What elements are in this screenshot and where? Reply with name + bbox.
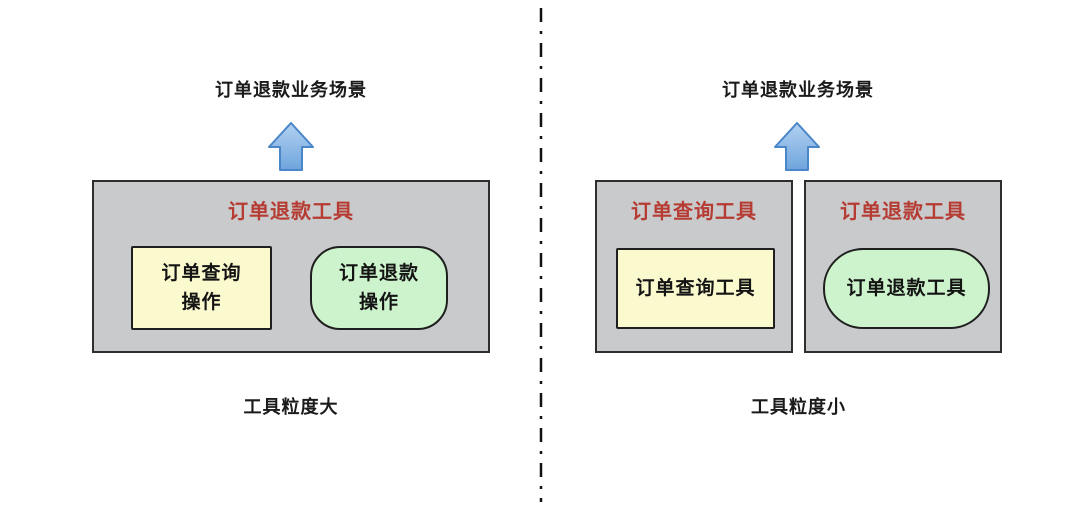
tool-refund: 订单退款工具 xyxy=(823,248,990,329)
tool-box-title: 订单查询工具 xyxy=(631,201,757,223)
operation-refund-label: 订单退款 操作 xyxy=(338,263,419,313)
tool-box-title: 订单退款工具 xyxy=(840,201,966,223)
scenario-title-right: 订单退款业务场景 xyxy=(722,80,874,100)
up-arrow-icon xyxy=(268,122,314,171)
caption-granularity-large: 工具粒度大 xyxy=(243,397,339,417)
tool-query-label: 订单查询工具 xyxy=(635,278,756,299)
tool-box-query-fine: 订单查询工具 订单查询工具 xyxy=(595,180,793,353)
up-arrow-icon xyxy=(774,122,820,171)
operation-query: 订单查询 操作 xyxy=(131,246,272,330)
tool-box-refund-fine: 订单退款工具 订单退款工具 xyxy=(804,180,1002,353)
tool-box-refund-coarse: 订单退款工具 订单查询 操作 订单退款 操作 xyxy=(92,180,490,353)
caption-granularity-small: 工具粒度小 xyxy=(751,397,846,417)
tool-refund-label: 订单退款工具 xyxy=(846,278,967,299)
scenario-title-left: 订单退款业务场景 xyxy=(215,80,367,100)
tool-box-title: 订单退款工具 xyxy=(228,201,354,223)
operation-refund: 订单退款 操作 xyxy=(310,246,448,330)
tool-query: 订单查询工具 xyxy=(616,248,775,329)
operation-query-label: 订单查询 操作 xyxy=(161,263,242,313)
